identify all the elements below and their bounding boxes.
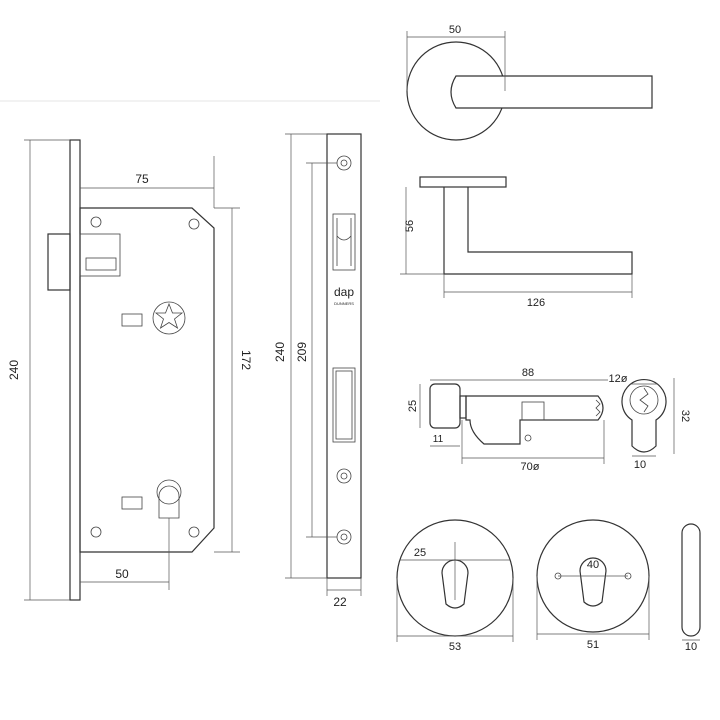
- faceplate-screw-middle: [336, 468, 352, 484]
- faceplate-outline: [326, 133, 362, 579]
- dim-escutcheon-a-hole: 25: [414, 547, 426, 559]
- dim-cylinder-width: 12ø: [609, 373, 628, 385]
- dim-thumbturn-depth: 11: [433, 434, 444, 445]
- lever-arm-top: [450, 75, 653, 109]
- lower-slot: [121, 496, 143, 510]
- cylinder-side-view: 88 25 11 70ø: [407, 367, 608, 473]
- escutcheon-a: 25 53: [396, 519, 514, 653]
- dim-escutcheon-b-hole: 40: [587, 559, 599, 571]
- key-icon: [595, 399, 601, 417]
- fixing-hole: [524, 434, 532, 442]
- dim-escutcheon-thickness: 10: [685, 641, 697, 653]
- latch-bolt: [47, 233, 71, 291]
- cylinder-profile: [621, 379, 667, 453]
- thumbturn-stem: [459, 395, 467, 419]
- dim-cylinder-height: 32: [679, 410, 691, 422]
- dim-case-height: 172: [239, 350, 253, 370]
- case-screw-bottom-left: [90, 526, 102, 538]
- star-icon: [154, 302, 184, 329]
- dim-thumbturn-height: 25: [407, 400, 419, 412]
- cam-slot: [521, 401, 545, 421]
- follower-hub: [152, 301, 186, 335]
- lock-case-outline: [79, 207, 215, 553]
- dim-escutcheon-b-diameter: 51: [587, 639, 599, 651]
- dim-faceplate-width: 22: [333, 595, 347, 609]
- faceplate-screw-bottom-inner: [340, 533, 348, 541]
- lock-body-view: 240 75 172 50: [7, 139, 253, 601]
- dim-rose-diameter: 50: [449, 24, 461, 36]
- latch-mechanism: [79, 233, 121, 277]
- escutcheon-a-keyhole: [441, 559, 469, 609]
- dim-escutcheon-a-diameter: 53: [449, 641, 461, 653]
- dim-lever-length: 126: [527, 297, 545, 309]
- escutcheon-b: 40 51: [536, 519, 650, 651]
- case-screw-top-left: [90, 216, 102, 228]
- follower-slot: [121, 313, 143, 327]
- dim-lock-height: 240: [7, 360, 21, 380]
- rose-side: [419, 176, 507, 188]
- cylinder-end-view: 12ø 32 10: [609, 373, 691, 471]
- case-screw-bottom-right: [188, 526, 200, 538]
- latch-opening-inner: [336, 218, 352, 266]
- cylinder-body: [465, 395, 604, 445]
- faceplate-screw-top-inner: [340, 159, 348, 167]
- faceplate-screw-middle-inner: [340, 472, 348, 480]
- escutcheon-b-keyhole: [579, 557, 607, 607]
- deadbolt-opening: [332, 367, 356, 443]
- faceplate-screw-bottom: [336, 529, 352, 545]
- thumbturn: [429, 383, 461, 429]
- dim-lever-projection: 56: [404, 220, 416, 232]
- latch-slot: [85, 257, 117, 271]
- escutcheon-profile: 10: [681, 523, 701, 653]
- lever-top-view: 50: [406, 24, 653, 141]
- lever-side-view: 56 126: [400, 176, 633, 309]
- dim-cylinder-length: 88: [522, 367, 534, 379]
- dim-cylinder-offset: 70ø: [521, 461, 540, 473]
- faceplate-screw-top: [336, 155, 352, 171]
- logo-tagline: DUNNERS: [334, 301, 354, 306]
- escutcheon-side-outline: [681, 523, 701, 637]
- dim-backset: 75: [135, 172, 149, 186]
- dim-faceplate-height: 240: [273, 342, 287, 362]
- logo-brand: dap: [334, 285, 354, 299]
- dim-cylinder-base: 10: [634, 459, 646, 471]
- cylinder-cutout: [158, 485, 180, 519]
- dim-cylinder-backset: 50: [115, 567, 129, 581]
- deadbolt-opening-inner: [335, 370, 353, 440]
- lever-arm-side: [443, 187, 633, 275]
- lock-faceplate-strip: [69, 139, 81, 601]
- cylinder-plug: [629, 385, 659, 415]
- latch-opening: [332, 213, 356, 271]
- keyway-icon: [639, 387, 649, 413]
- cylinder-cutout-top: [156, 479, 182, 505]
- dim-screw-spacing: 209: [295, 342, 309, 362]
- case-screw-top-right: [188, 218, 200, 230]
- faceplate-view: dap DUNNERS 240 209 22: [273, 133, 362, 609]
